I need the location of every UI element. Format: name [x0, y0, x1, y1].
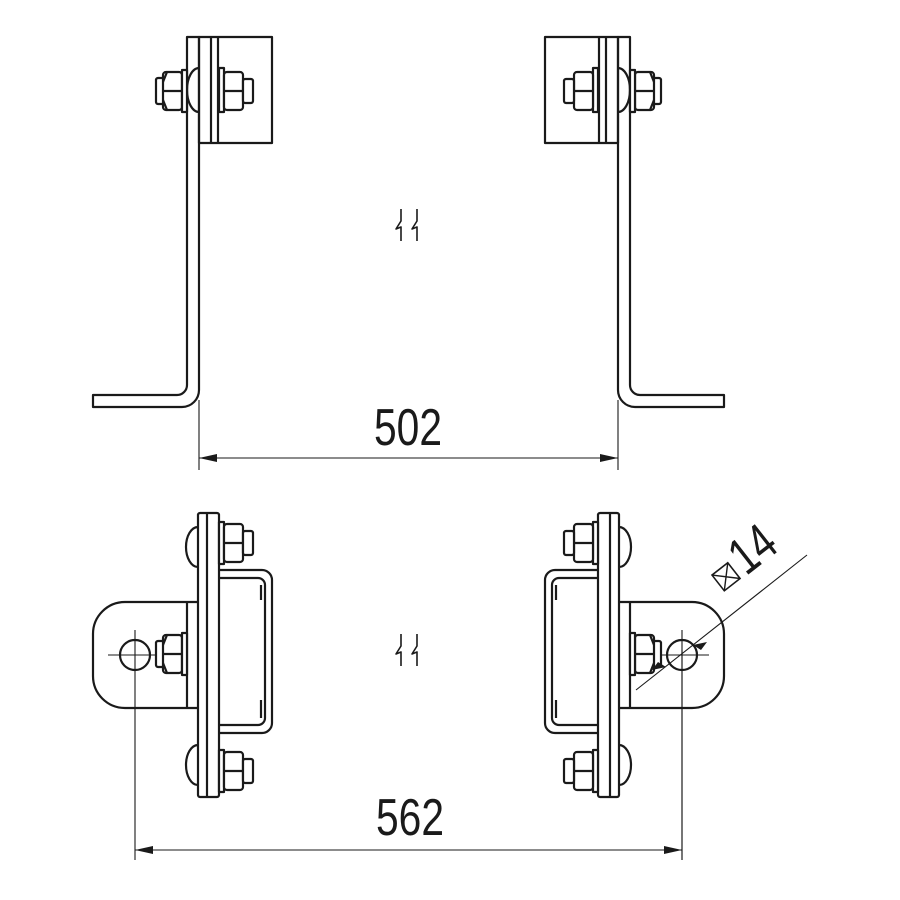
bottom-break-symbol-icon: [395, 633, 418, 667]
hole-diameter-label: 14: [718, 513, 788, 586]
top-break-symbol-icon: [395, 208, 418, 242]
bottom-right-bracket: [545, 513, 724, 860]
bottom-left-bracket: [93, 513, 272, 860]
top-left-bracket: [93, 37, 272, 407]
dimension-top-label: 502: [374, 399, 442, 457]
top-right-bracket: [545, 37, 724, 407]
dimension-bottom-label: 562: [376, 789, 444, 847]
dimension-bottom: 562: [135, 650, 683, 860]
dimension-top: 502: [198, 399, 619, 470]
square-crossed-icon: [710, 561, 742, 592]
